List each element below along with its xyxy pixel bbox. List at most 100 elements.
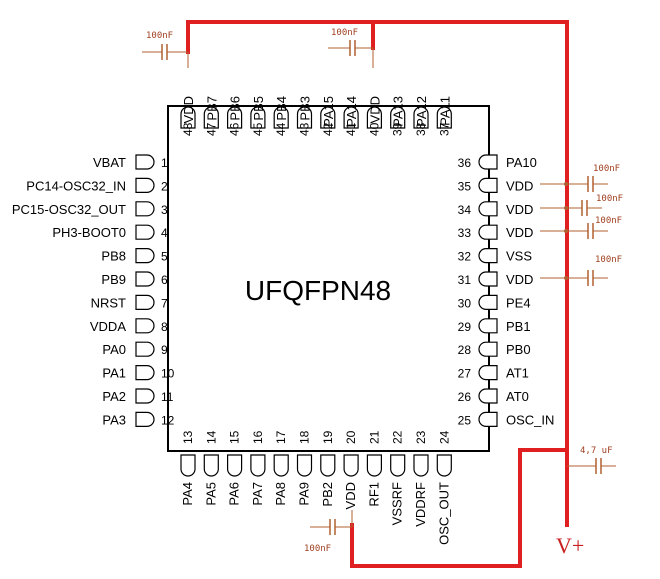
pin-name: VDD [506,272,533,287]
pin-number: 41 [344,122,358,136]
pin-name: PA5 [203,482,218,506]
pin-name: OSC_IN [506,412,554,427]
pin-stub [135,177,155,193]
pins-top: VDD48PB747PB646PB545PB444PB343PA1542PA14… [180,96,452,136]
pin-number: 17 [274,430,288,444]
pin-stub [478,177,498,193]
pin-stub [135,365,155,381]
cap-label-pin33: 100nF [595,216,622,226]
pin-number: 48 [181,122,195,136]
pin-right-32: 32 VSS [458,248,532,264]
cap-label-pin35: 100nF [593,164,620,174]
pin-number: 38 [414,122,428,136]
pin-number: 2 [161,179,168,193]
pin-stub [203,106,219,129]
cap-label-pin31: 100nF [595,255,622,265]
pin-stub [390,454,406,477]
cap-label-pin20: 100nF [304,544,331,554]
pin-number: 25 [458,413,472,427]
pin-name: PA2 [102,389,126,404]
pin-number: 19 [321,430,335,444]
pin-name: AT0 [506,389,529,404]
pin-name: PA14 [344,96,359,127]
pin-name: VSSRF [390,482,405,525]
supply-wire-top [186,20,569,527]
supply-label: V+ [556,533,584,558]
pin-stub [343,454,359,477]
pin-stub [227,106,243,129]
pin-stub [478,341,498,357]
pin-name: PH3-BOOT0 [52,225,126,240]
pin-stub [436,454,452,477]
cap-label-pin48: 100nF [146,31,173,41]
pin-stub [478,224,498,240]
pin-name: VSS [506,249,532,264]
pin-stub [478,248,498,264]
chip-title: UFQFPN48 [245,275,391,306]
pin-stub [135,318,155,334]
pin-number: 14 [204,430,218,444]
pin-name: PA6 [227,482,242,506]
pin-stub [478,201,498,217]
pin-stub [390,106,406,129]
pin-number: 23 [414,430,428,444]
pin-name: VDD [367,96,382,123]
ic-body [167,105,490,452]
pin-stub [135,341,155,357]
pin-name: PA3 [102,412,126,427]
pin-stub [320,106,336,129]
pin-number: 32 [458,250,472,264]
pins-bottom: 13PA414PA515PA616PA717PA818PA919PB220VDD… [180,430,452,545]
pin-stub [366,454,382,477]
pin-number: 28 [458,343,472,357]
pin-name: VDD [506,225,533,240]
pin-name: VDD [506,202,533,217]
pin-stub [320,454,336,477]
pin-name: PB3 [298,96,313,121]
pin-name: PA0 [102,342,126,357]
pin-number: 20 [344,430,358,444]
pin-name: PA10 [506,155,537,170]
pin-name: PA11 [437,96,452,126]
pin-name: PA9 [297,482,312,506]
pin-stub [366,106,382,129]
pin-number: 7 [161,296,168,310]
pin-number: 16 [251,430,265,444]
pin-stub [135,388,155,404]
pin-name: VDDA [90,319,126,334]
pin-number: 33 [458,226,472,240]
supply-wire-bottom [350,448,569,568]
pin-number: 35 [458,179,472,193]
capacitor-pin33: 100nF [540,216,622,239]
pin-name: AT1 [506,366,529,381]
pin-stub [250,106,266,129]
pin-stub [203,454,219,477]
pin-name: PA12 [414,96,429,127]
pin-number: 4 [161,226,168,240]
pin-number: 40 [367,122,381,136]
pin-name: PB6 [228,96,243,121]
